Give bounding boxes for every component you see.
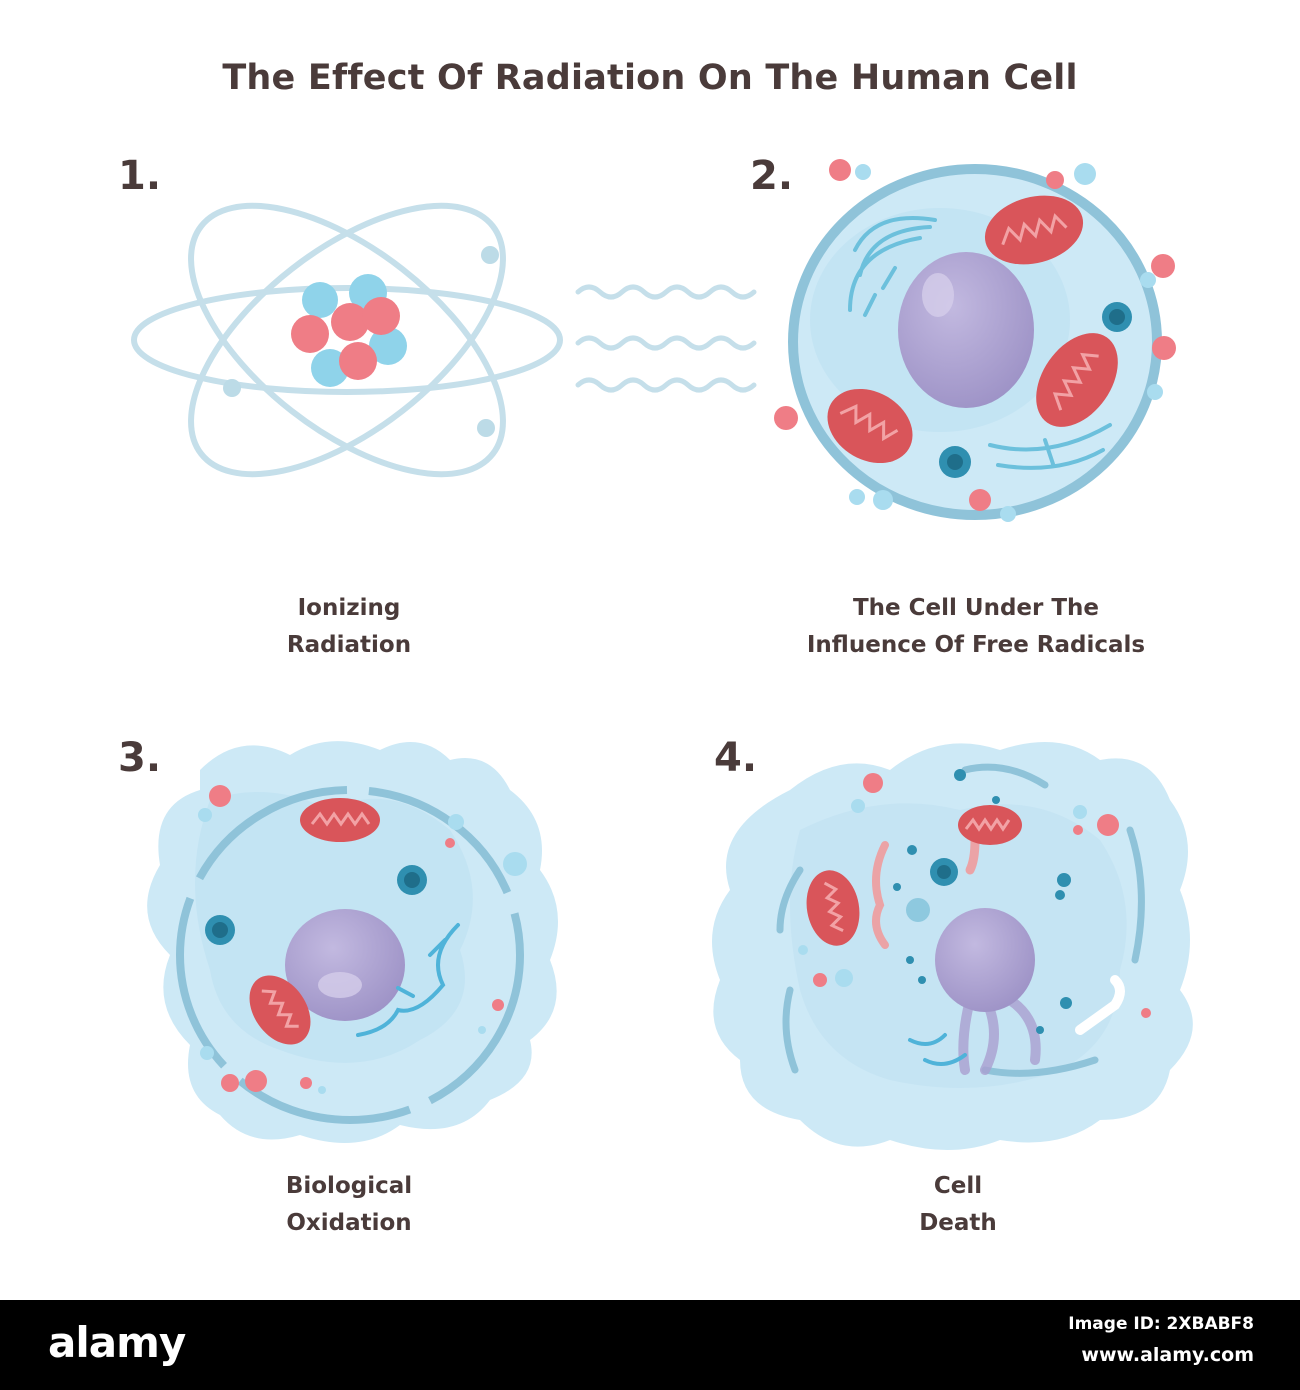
caption-line: Influence Of Free Radicals: [806, 632, 1146, 658]
step-4-number: 4.: [714, 735, 758, 781]
caption-line: Oxidation: [286, 1210, 412, 1236]
page-title: The Effect Of Radiation On The Human Cel…: [222, 58, 1078, 98]
oxidized-cell-illustration: [147, 741, 558, 1143]
atom-icon: [131, 202, 563, 478]
step-1-number: 1.: [118, 153, 162, 199]
step-1-caption: Ionizing Radiation: [199, 590, 499, 664]
caption-line: Radiation: [286, 632, 412, 658]
mitochondrion-icon: [958, 805, 1022, 845]
mitochondrion-icon: [1036, 333, 1118, 427]
radiation-waves: [575, 284, 757, 393]
illustrations: [131, 159, 1193, 1150]
mitochondrion-icon: [300, 798, 380, 842]
mitochondrion-icon: [984, 195, 1084, 265]
mitochondrion-icon: [249, 975, 311, 1045]
caption-line: Ionizing: [297, 595, 401, 621]
step-2-caption: The Cell Under The Influence Of Free Rad…: [776, 590, 1176, 664]
step-2-number: 2.: [750, 153, 794, 199]
image-id: Image ID: 2XBABF8: [1068, 1314, 1254, 1334]
caption-line: The Cell Under The: [852, 595, 1100, 621]
mitochondrion-icon: [827, 388, 913, 464]
nucleus-icon: [898, 252, 1034, 408]
healthy-cell-illustration: [774, 159, 1176, 522]
mitochondrion-icon: [806, 870, 860, 946]
caption-line: Biological: [285, 1173, 413, 1199]
step-4-caption: Cell Death: [808, 1168, 1108, 1242]
site-url: www.alamy.com: [1081, 1344, 1254, 1366]
caption-line: Cell: [933, 1173, 983, 1199]
alamy-logo: alamy: [48, 1318, 186, 1367]
step-3-caption: Biological Oxidation: [199, 1168, 499, 1242]
dying-cell-illustration: [712, 742, 1193, 1150]
watermark-footer: alamy Image ID: 2XBABF8 www.alamy.com: [0, 1300, 1300, 1390]
caption-line: Death: [919, 1210, 997, 1236]
step-3-number: 3.: [118, 735, 162, 781]
nucleus-icon: [285, 909, 405, 1021]
nucleus-icon: [935, 908, 1035, 1012]
